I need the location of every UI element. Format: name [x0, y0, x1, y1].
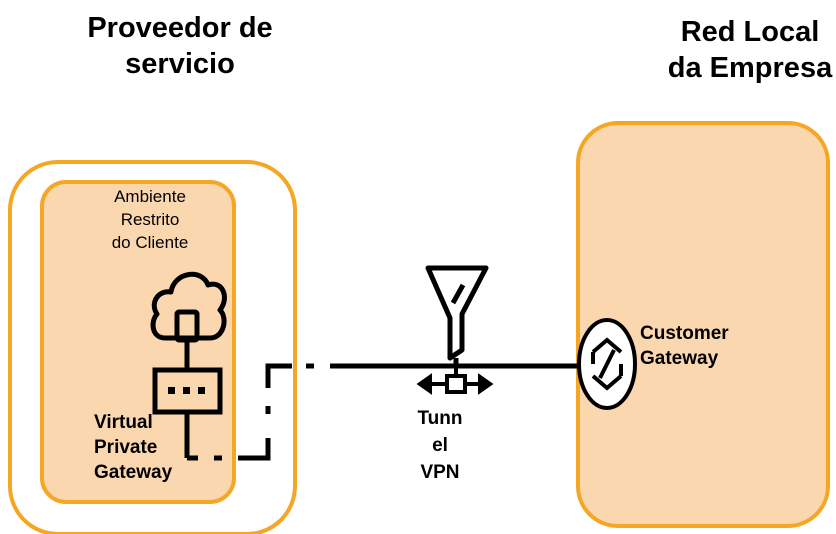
tunnel-line3: VPN — [420, 462, 460, 483]
cgw-line1: Customer — [640, 323, 729, 344]
cloud-lock-icon — [150, 271, 227, 370]
vpg-line2: Private — [94, 437, 158, 458]
enterprise-heading: Red Local da Empresa — [630, 14, 836, 86]
client-environment-line2: Restrito — [120, 210, 180, 229]
vpg-line1: Virtual — [94, 412, 153, 433]
cgw-line2: Gateway — [640, 348, 719, 369]
provider-heading-line1: Proveedor de — [87, 12, 273, 44]
vpn-tunnel-label: Tunn el VPN — [410, 405, 470, 486]
customer-gateway-icon — [577, 318, 637, 410]
provider-heading-line2: servicio — [125, 48, 235, 80]
virtual-private-gateway-label: Virtual Private Gateway — [94, 410, 234, 485]
client-environment-line1: Ambiente — [114, 187, 186, 206]
provider-heading: Proveedor de servicio — [50, 10, 310, 82]
vpg-device-icon — [152, 367, 223, 415]
enterprise-network-box — [576, 121, 830, 528]
tunnel-line2: el — [432, 435, 448, 456]
enterprise-heading-line1: Red Local — [680, 16, 820, 48]
vpn-tunnel-icon — [425, 265, 489, 366]
tunnel-line1: Tunn — [417, 408, 463, 429]
client-environment-line3: do Cliente — [111, 233, 189, 252]
tunnel-valve-icon — [416, 366, 494, 395]
customer-gateway-label: Customer Gateway — [640, 321, 760, 371]
client-environment-label: Ambiente Restrito do Cliente — [70, 185, 230, 254]
vpg-line3: Gateway — [94, 462, 173, 483]
enterprise-heading-line2: da Empresa — [667, 52, 833, 84]
